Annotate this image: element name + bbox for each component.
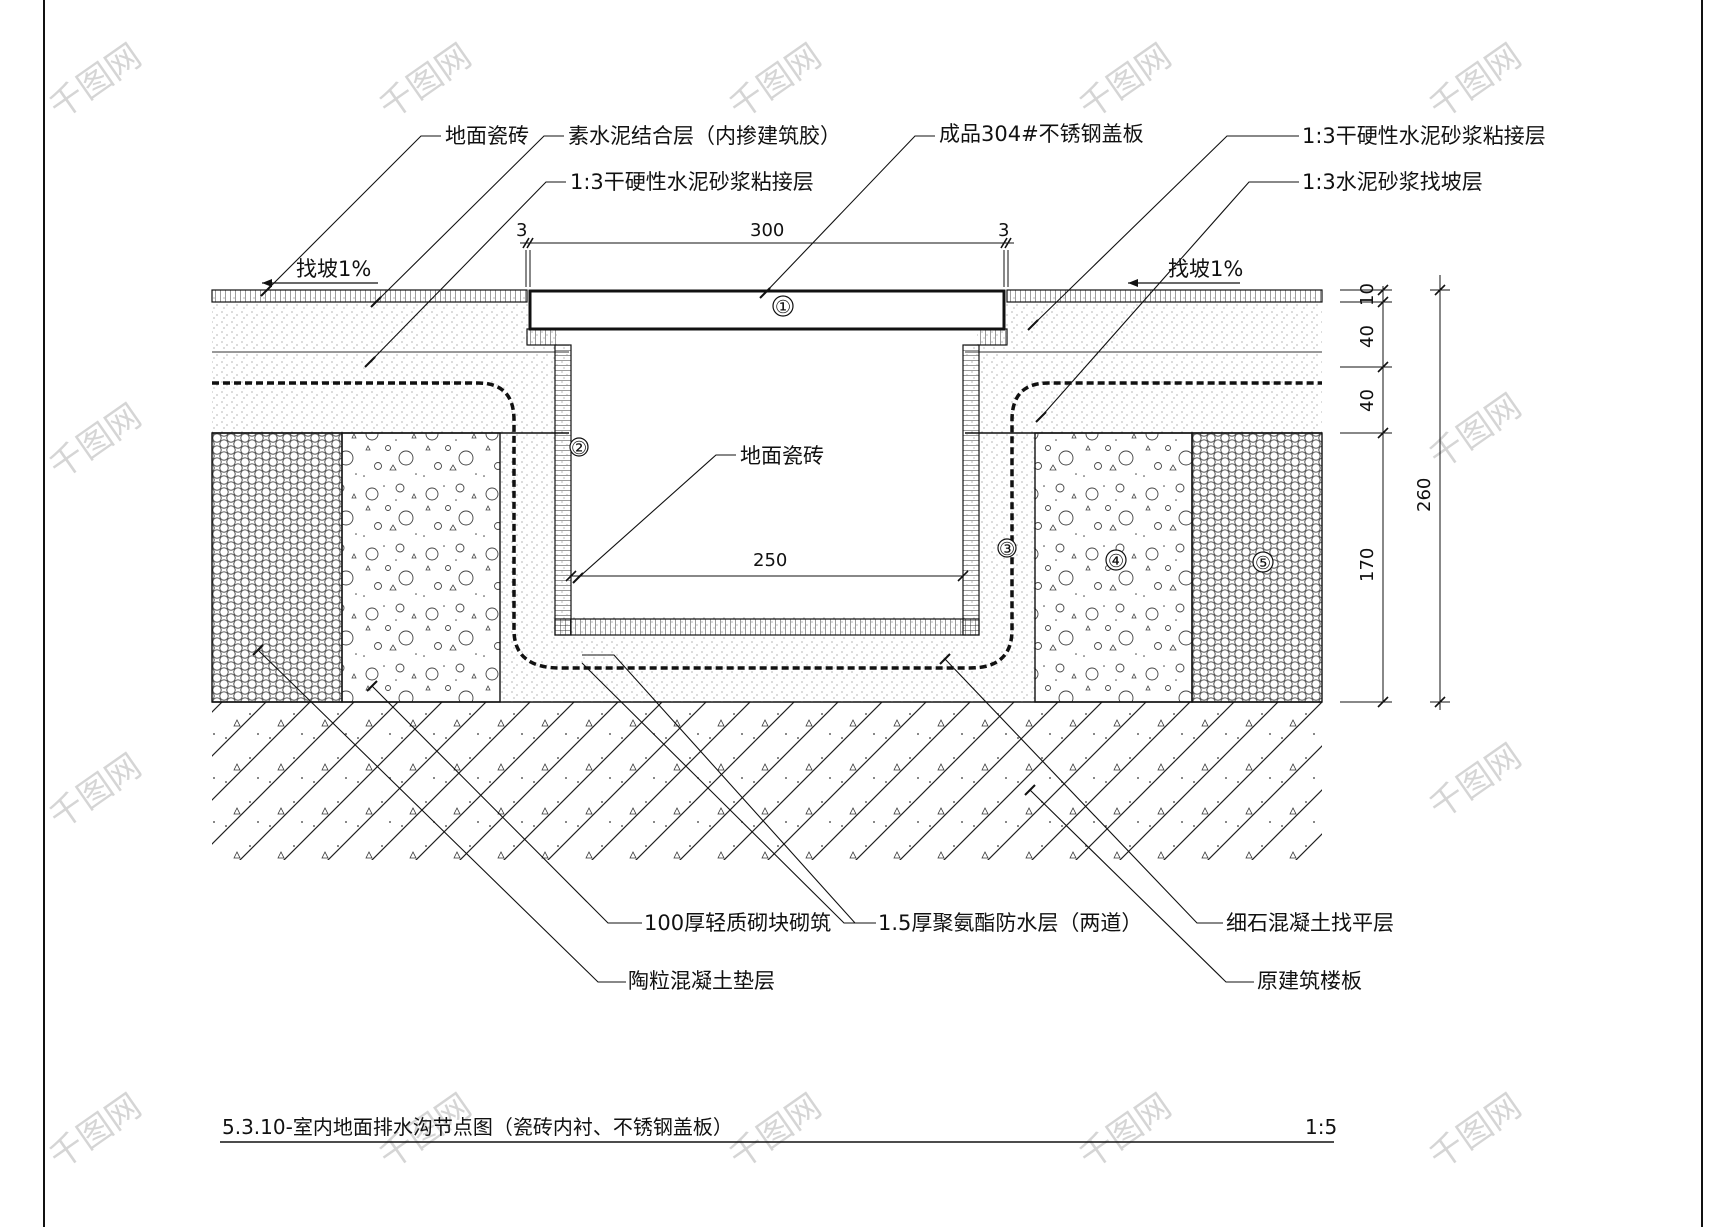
marker-1: ①	[775, 297, 791, 318]
marker-circle-3	[997, 538, 1017, 558]
callout-fine-concrete-layer: 细石混凝土找平层	[1226, 911, 1394, 935]
callout-cement-bond-layer: 素水泥结合层（内掺建筑胶）	[568, 124, 841, 148]
inner-dimension-line	[565, 570, 969, 582]
callout-waterproof-layer: 1.5厚聚氨酯防水层（两道）	[878, 911, 1142, 935]
callout-dry-mortar-right: 1:3干硬性水泥砂浆粘接层	[1302, 124, 1546, 148]
callout-floor-tile-top: 地面瓷砖	[445, 124, 529, 148]
watermark-text: 千图网	[1422, 36, 1528, 127]
drawing-title: 5.3.10-室内地面排水沟节点图（瓷砖内衬、不锈钢盖板）	[222, 1115, 733, 1139]
watermark-text: 千图网	[42, 746, 148, 837]
trench-tile-wall-right	[962, 344, 980, 636]
watermark-text: 千图网	[42, 36, 148, 127]
dim-40-upper: 40	[1357, 325, 1378, 348]
watermark-text: 千图网	[42, 1086, 148, 1177]
dim-170: 170	[1357, 548, 1378, 582]
marker-4: ④	[1108, 551, 1124, 572]
watermark-text: 千图网	[1422, 1086, 1528, 1177]
dim-inner-width: 250	[753, 550, 787, 571]
leader-lines	[257, 135, 1299, 983]
marker-5: ⑤	[1255, 553, 1271, 574]
watermark-text: 千图网	[372, 36, 478, 127]
callout-floor-tile-inner: 地面瓷砖	[740, 444, 824, 468]
marker-circle-2	[569, 437, 589, 457]
dim-10: 10	[1357, 283, 1378, 306]
dim-260: 260	[1414, 478, 1435, 512]
waterproof-membrane-left	[212, 381, 1322, 670]
dim-gap-left: 3	[516, 220, 527, 241]
section-drawing: ① ② ③ ④ ⑤ 找坡1% 找坡1% 3 300 3	[211, 220, 1450, 860]
marker-3: ③	[999, 539, 1015, 560]
marker-circle-1	[772, 295, 794, 317]
watermark-text: 千图网	[42, 396, 148, 487]
watermark-text: 千图网	[1422, 736, 1528, 827]
sheet-frame	[43, 0, 1703, 1227]
marker-circle-4	[1105, 549, 1127, 571]
stainless-cover-plate	[528, 289, 1006, 331]
marker-2: ②	[571, 438, 587, 459]
right-dimension-lines	[1340, 275, 1450, 710]
callout-slope-mortar: 1:3水泥砂浆找坡层	[1302, 170, 1483, 194]
watermark-text: 千图网	[1422, 386, 1528, 477]
slope-label-right: 找坡1%	[1168, 257, 1243, 281]
callout-ceramsite-cushion: 陶粒混凝土垫层	[628, 969, 775, 993]
marker-circle-5	[1252, 551, 1274, 573]
dim-opening: 300	[750, 220, 784, 241]
trench-tile-bottom	[554, 618, 980, 636]
original-slab	[212, 702, 1322, 860]
watermark-text: 千图网	[1072, 1086, 1178, 1177]
slope-label-left: 找坡1%	[296, 257, 371, 281]
dim-gap-right: 3	[998, 220, 1009, 241]
callout-dry-mortar-left: 1:3干硬性水泥砂浆粘接层	[570, 170, 814, 194]
watermark-text: 千图网	[722, 1086, 828, 1177]
drawing-scale: 1:5	[1305, 1115, 1337, 1139]
watermark-text: 千图网	[722, 36, 828, 127]
floor-tile-right	[1006, 289, 1323, 303]
drawing-title-block: 5.3.10-室内地面排水沟节点图（瓷砖内衬、不锈钢盖板） 1:5	[220, 1115, 1337, 1143]
ceramsite-concrete-cushion-left	[211, 432, 343, 703]
callout-original-slab: 原建筑楼板	[1257, 969, 1362, 993]
callout-block-wall: 100厚轻质砌块砌筑	[644, 911, 831, 935]
dim-40-lower: 40	[1357, 389, 1378, 412]
block-wall-left	[341, 432, 501, 703]
top-dimension-line	[520, 237, 1014, 287]
trench-void	[569, 345, 965, 617]
trench-void-top	[557, 329, 977, 345]
watermark-text: 千图网	[1072, 36, 1178, 127]
callout-cover-plate: 成品304#不锈钢盖板	[939, 122, 1144, 146]
trench-tile-wall-left	[554, 344, 572, 636]
floor-tile-left	[211, 289, 528, 303]
leader-ticks	[252, 285, 1047, 796]
